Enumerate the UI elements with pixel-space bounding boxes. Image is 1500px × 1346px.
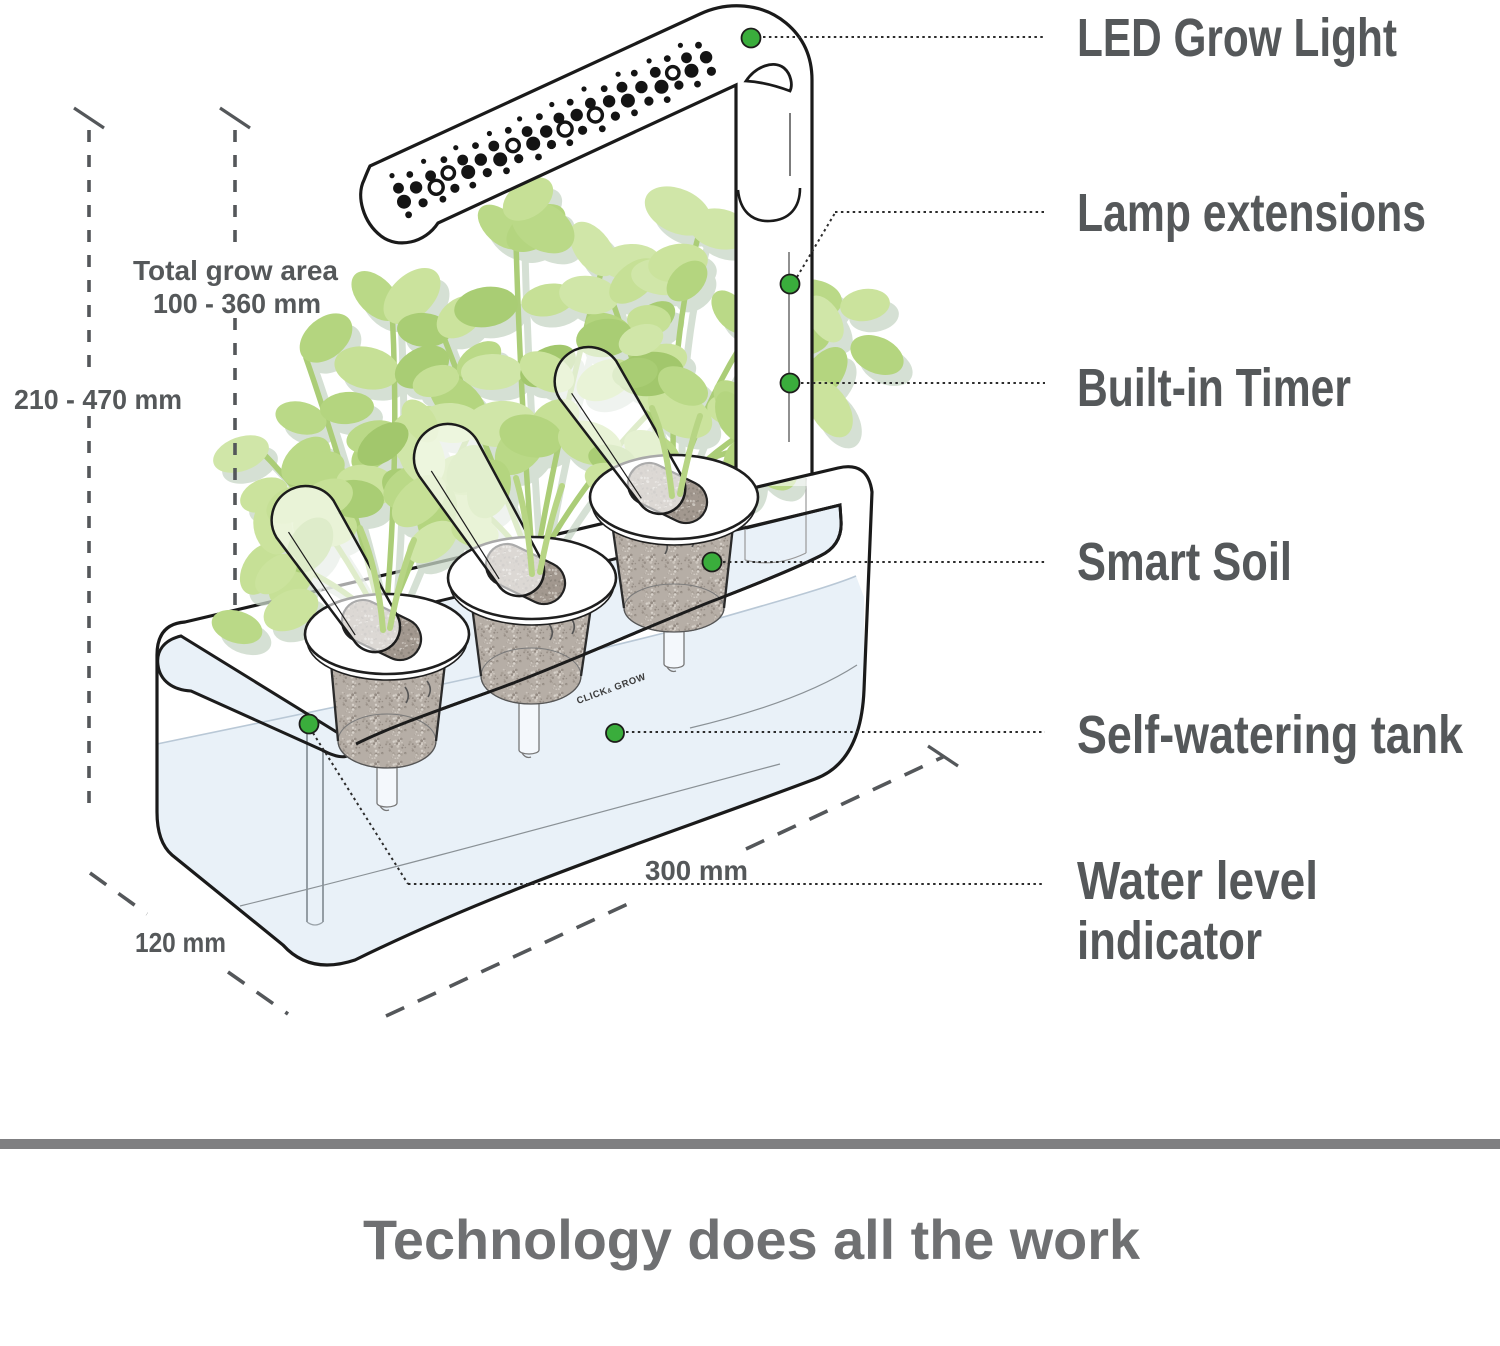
svg-text:Built-in Timer: Built-in Timer bbox=[1077, 358, 1351, 418]
svg-text:indicator: indicator bbox=[1077, 911, 1262, 971]
svg-text:Self-watering tank: Self-watering tank bbox=[1077, 705, 1464, 765]
svg-text:Smart Soil: Smart Soil bbox=[1077, 532, 1292, 592]
svg-text:Lamp extensions: Lamp extensions bbox=[1077, 183, 1426, 243]
svg-text:Technology does all the work: Technology does all the work bbox=[363, 1208, 1141, 1271]
svg-text:Water level: Water level bbox=[1077, 851, 1318, 911]
svg-text:Total grow area: Total grow area bbox=[133, 255, 338, 286]
svg-text:100 - 360 mm: 100 - 360 mm bbox=[153, 288, 321, 319]
svg-text:120 mm: 120 mm bbox=[135, 927, 226, 958]
svg-text:&: & bbox=[607, 688, 614, 695]
svg-text:LED Grow Light: LED Grow Light bbox=[1077, 8, 1397, 68]
svg-text:300 mm: 300 mm bbox=[645, 855, 748, 886]
svg-text:210 - 470 mm: 210 - 470 mm bbox=[14, 384, 182, 415]
